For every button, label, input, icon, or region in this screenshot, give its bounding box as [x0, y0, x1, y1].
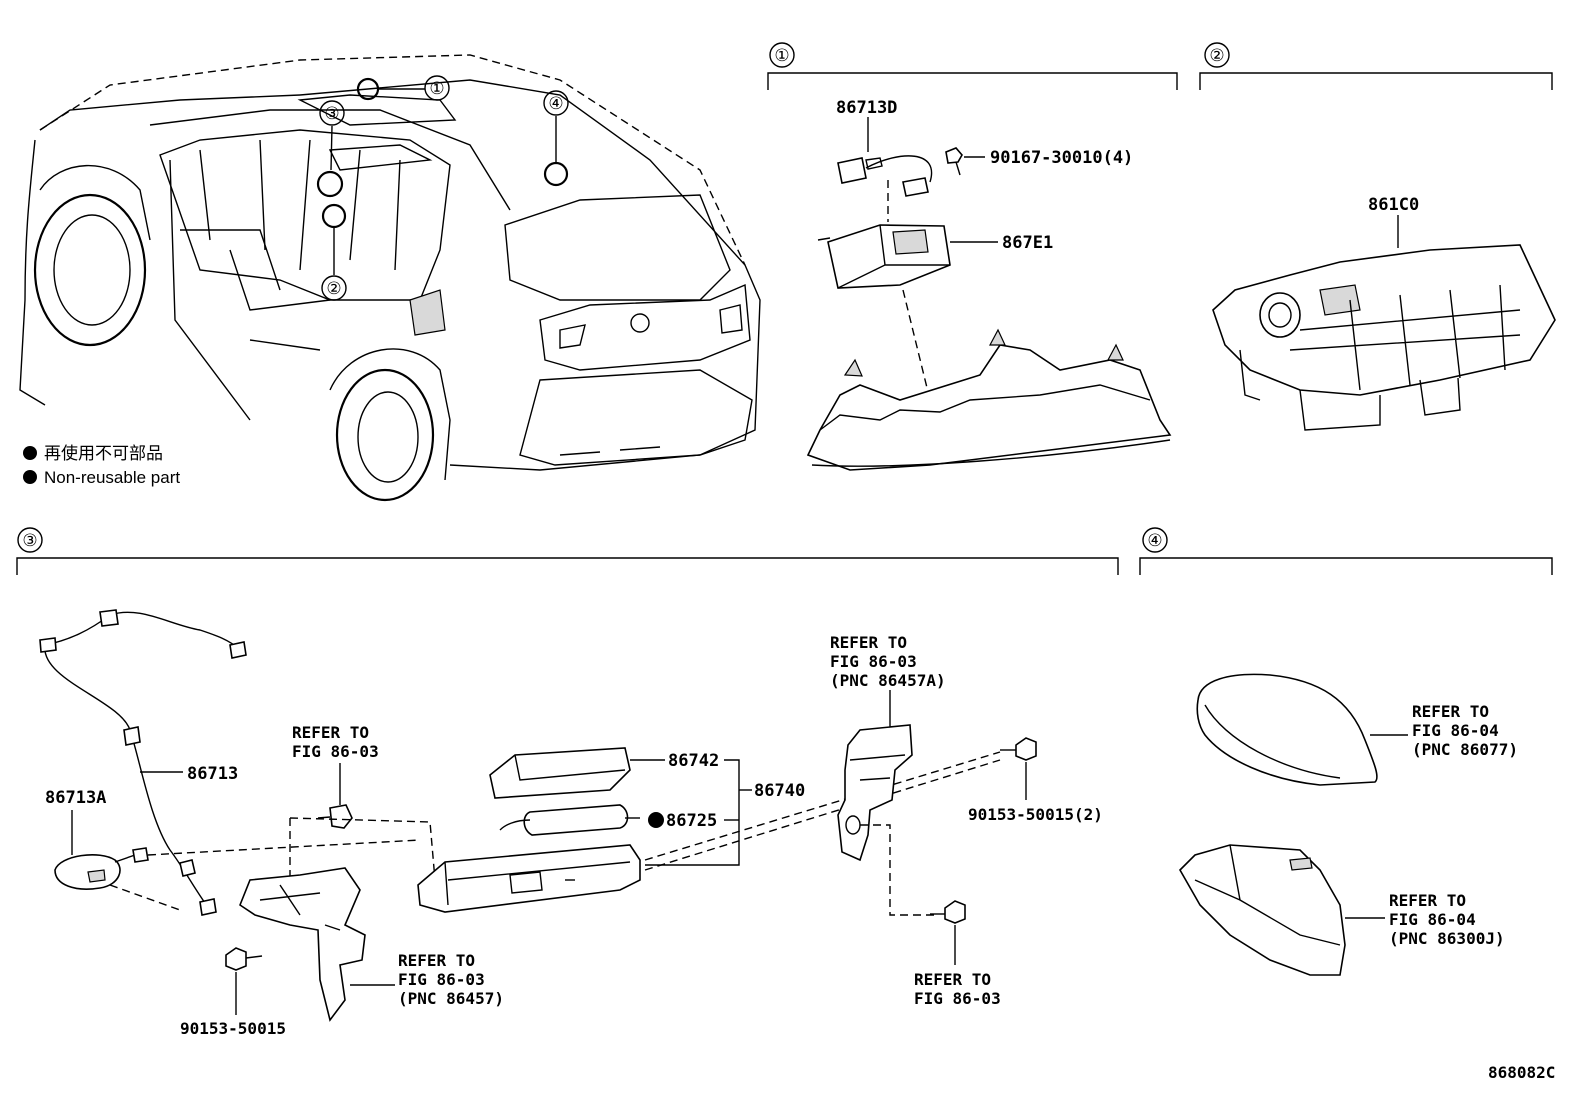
battery-86725	[523, 804, 629, 836]
legend: 再使用不可部品 Non-reusable part	[23, 443, 180, 487]
part-label-86713A: 86713A	[45, 788, 106, 808]
legend-english: Non-reusable part	[44, 468, 180, 487]
clip-icon	[329, 804, 353, 829]
screw-90167	[945, 147, 963, 164]
camera-unit-861C0	[1212, 244, 1556, 396]
refer-to-pnc-3: (PNC 86457A)	[830, 671, 946, 690]
bolt-90153-50015	[225, 947, 247, 971]
cover-86742	[489, 747, 631, 799]
section-4: ④ REFER TO FIG 86-04 (PNC 86077) REFER T…	[1139, 527, 1553, 976]
refer-to-fig-2: FIG 86-03	[398, 970, 485, 989]
section-4-number: ④	[1147, 531, 1162, 551]
vehicle-callout-3: ③	[324, 104, 339, 124]
section-2: ② 861C0	[1199, 42, 1556, 431]
module-867E1	[827, 224, 951, 289]
refer-to-label-5: REFER TO	[1412, 702, 1489, 721]
vehicle-illustration: ① ③ ② ④	[19, 54, 761, 502]
refer-to-label-2: REFER TO	[398, 951, 475, 970]
bolt-90153-50015-2	[1015, 737, 1037, 761]
refer-to-label-3: REFER TO	[830, 633, 907, 652]
section-3-number: ③	[22, 531, 37, 551]
part-label-861C0: 861C0	[1368, 195, 1419, 215]
overhead-console-housing	[806, 344, 1172, 471]
legend-japanese: 再使用不可部品	[44, 443, 163, 463]
figure-code: 868082C	[1488, 1063, 1555, 1082]
section-2-number: ②	[1209, 46, 1224, 66]
vehicle-callout-4: ④	[548, 94, 563, 114]
refer-to-fig-5: FIG 86-04	[1412, 721, 1499, 740]
part-label-90153-50015-2: 90153-50015(2)	[968, 805, 1103, 824]
connector-86713D	[837, 157, 867, 184]
bracket-86457	[239, 867, 366, 1022]
bracket-86457A	[837, 724, 913, 862]
refer-to-pnc-6: (PNC 86300J)	[1389, 929, 1505, 948]
refer-to-label-1: REFER TO	[292, 723, 369, 742]
vehicle-callout-1: ①	[429, 79, 444, 99]
refer-to-label-4: REFER TO	[914, 970, 991, 989]
section-3: ③ 86713 86713A REFER TO FIG 86-03	[16, 527, 1119, 1038]
refer-to-fig-4: FIG 86-03	[914, 989, 1001, 1008]
section-1-number: ①	[774, 46, 789, 66]
refer-to-fig-1: FIG 86-03	[292, 742, 379, 761]
module-86740	[417, 844, 641, 913]
part-label-86742: 86742	[668, 751, 719, 771]
non-reusable-bullet-icon	[23, 446, 37, 460]
non-reusable-bullet-icon	[648, 812, 664, 828]
refer-to-fig-3: FIG 86-03	[830, 652, 917, 671]
refer-to-pnc-2: (PNC 86457)	[398, 989, 504, 1008]
refer-to-label-6: REFER TO	[1389, 891, 1466, 910]
section-1: ① 86713D 90167-30010(4) 867E1	[767, 42, 1178, 471]
part-label-86740: 86740	[754, 781, 805, 801]
part-label-867E1: 867E1	[1002, 233, 1053, 253]
antenna-base-86300J	[1179, 844, 1346, 976]
part-label-86713: 86713	[187, 764, 238, 784]
part-label-90153-50015: 90153-50015	[180, 1019, 286, 1038]
refer-to-pnc-5: (PNC 86077)	[1412, 740, 1518, 759]
antenna-cover-86077	[1196, 673, 1378, 786]
part-label-86713D: 86713D	[836, 98, 897, 118]
vehicle-callout-2: ②	[326, 279, 341, 299]
bolt-icon	[944, 900, 966, 924]
part-label-86725: 86725	[666, 811, 717, 831]
part-label-90167-30010: 90167-30010(4)	[990, 148, 1133, 168]
non-reusable-bullet-icon	[23, 470, 37, 484]
refer-to-fig-6: FIG 86-04	[1389, 910, 1476, 929]
